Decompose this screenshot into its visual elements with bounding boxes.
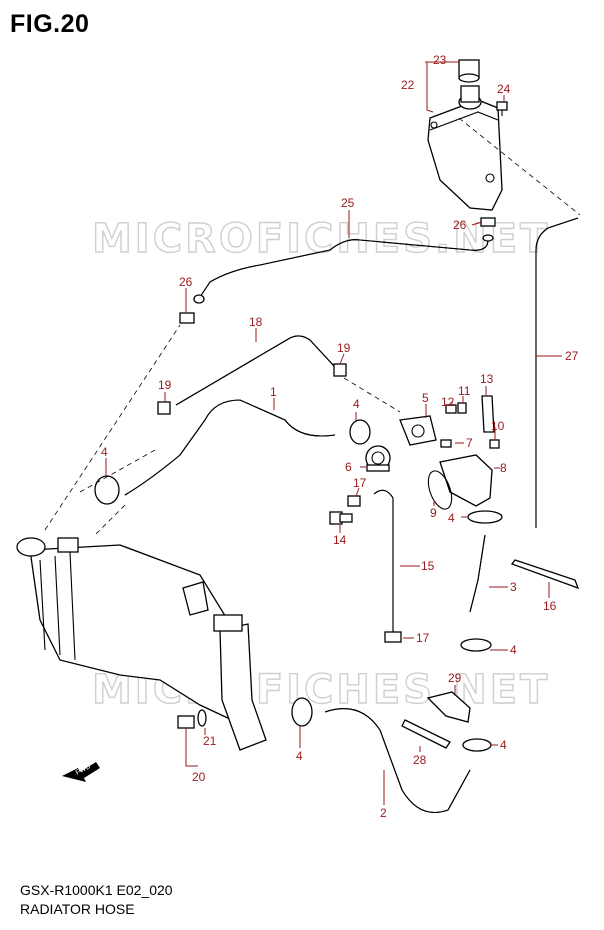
callout-27: 27 bbox=[565, 349, 579, 363]
clamp-4-b bbox=[349, 419, 371, 445]
callout-2: 2 bbox=[380, 806, 387, 820]
clamp-17-top bbox=[347, 495, 361, 507]
front-arrow: FWD bbox=[62, 762, 100, 782]
figure-title: FIG.20 bbox=[10, 10, 90, 38]
callout-20: 20 bbox=[192, 770, 206, 784]
callout-16: 16 bbox=[543, 599, 557, 613]
callout-4a: 4 bbox=[101, 445, 108, 459]
callout-19b: 19 bbox=[158, 378, 172, 392]
callout-26b: 26 bbox=[179, 275, 193, 289]
clamp-26-left bbox=[179, 312, 195, 324]
clamp-4-e bbox=[291, 697, 313, 727]
bolt-7 bbox=[440, 439, 452, 448]
watermark-top: MICROFICHES.NET bbox=[92, 216, 550, 262]
bracket-13 bbox=[481, 395, 495, 433]
cable-tie-16 bbox=[510, 559, 580, 590]
callout-4b: 4 bbox=[353, 397, 360, 411]
reservoir-cap bbox=[458, 59, 480, 83]
radiator bbox=[16, 537, 267, 751]
thermostat-case bbox=[439, 454, 493, 507]
callout-4d: 4 bbox=[510, 643, 517, 657]
clamp-19-left bbox=[157, 401, 171, 415]
callout-14: 14 bbox=[333, 533, 347, 547]
clamp-4-c bbox=[467, 510, 503, 524]
reference-lines bbox=[44, 117, 581, 536]
clamp-4-d bbox=[460, 638, 492, 652]
thermostat bbox=[365, 445, 391, 472]
bolt-10 bbox=[489, 439, 500, 449]
callout-4e: 4 bbox=[296, 749, 303, 763]
union-14 bbox=[329, 511, 353, 525]
callout-5: 5 bbox=[422, 391, 429, 405]
callout-13: 13 bbox=[480, 372, 494, 386]
callout-23: 23 bbox=[433, 53, 447, 67]
callout-11: 11 bbox=[458, 384, 471, 398]
bolt-12 bbox=[445, 404, 457, 414]
callout-4f: 4 bbox=[500, 738, 507, 752]
drain-bolt bbox=[177, 709, 207, 729]
thermostat-cover bbox=[399, 415, 437, 446]
reservoir-tank bbox=[427, 85, 503, 211]
bracket-29 bbox=[426, 691, 471, 723]
callout-6: 6 bbox=[345, 460, 352, 474]
clamp-4-f bbox=[462, 738, 492, 752]
bolt-11 bbox=[457, 402, 467, 414]
o-ring-9 bbox=[427, 470, 453, 510]
callout-26a: 26 bbox=[453, 218, 467, 232]
callout-21: 21 bbox=[203, 734, 217, 748]
callout-19a: 19 bbox=[337, 341, 351, 355]
callout-29: 29 bbox=[448, 671, 462, 685]
clamp-19-right bbox=[333, 363, 347, 377]
callout-28: 28 bbox=[413, 753, 427, 767]
callout-22: 22 bbox=[401, 78, 415, 92]
callout-7: 7 bbox=[466, 436, 473, 450]
clamp-26-top bbox=[480, 217, 496, 227]
callout-1: 1 bbox=[270, 385, 277, 399]
callout-3: 3 bbox=[510, 580, 517, 594]
callout-24: 24 bbox=[497, 82, 511, 96]
callout-15: 15 bbox=[421, 559, 435, 573]
clamp-4-a bbox=[94, 475, 120, 505]
callout-25: 25 bbox=[341, 196, 355, 210]
callout-8: 8 bbox=[500, 461, 507, 475]
footer-section: RADIATOR HOSE bbox=[20, 901, 135, 917]
clamp-17-bottom bbox=[384, 631, 402, 643]
footer-model: GSX-R1000K1 E02_020 bbox=[20, 882, 173, 898]
callout-10: 10 bbox=[491, 419, 505, 433]
callout-4c: 4 bbox=[448, 511, 455, 525]
callout-17a: 17 bbox=[353, 476, 367, 490]
callout-12: 12 bbox=[441, 395, 455, 409]
cable-tie-28 bbox=[401, 719, 451, 749]
reservoir-bolt bbox=[496, 101, 508, 116]
callout-9: 9 bbox=[430, 506, 437, 520]
callout-17b: 17 bbox=[416, 631, 430, 645]
callout-18: 18 bbox=[249, 315, 263, 329]
